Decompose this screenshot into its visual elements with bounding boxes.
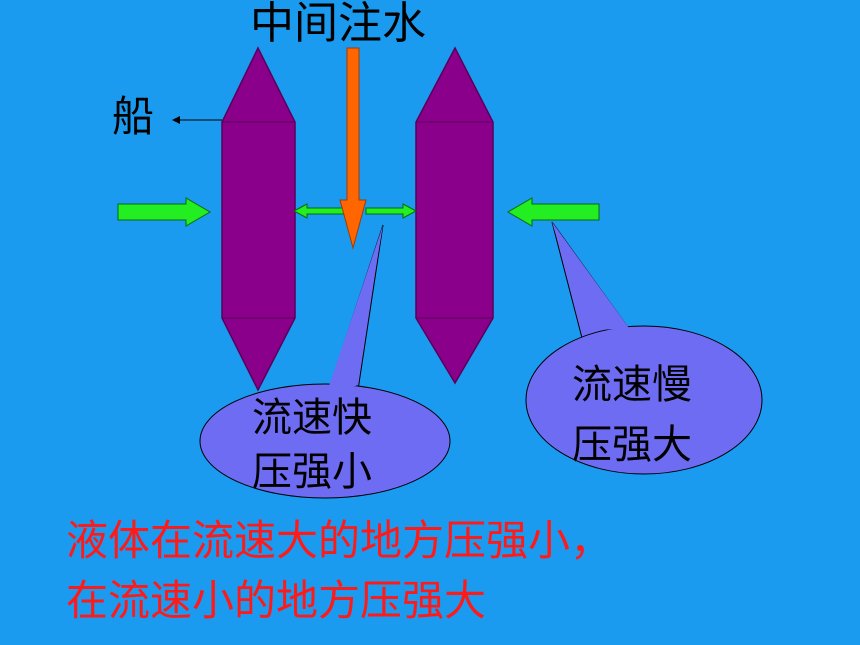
right-outer-arrow — [507, 197, 600, 227]
boat-label: 船 — [112, 92, 155, 141]
boat-pointer-arrowhead — [172, 116, 180, 124]
bubble-left — [199, 224, 451, 499]
left-outer-arrow — [117, 197, 211, 227]
bubble-right-line2: 压强大 — [572, 422, 692, 468]
bubble-left-line2: 压强小 — [252, 449, 372, 495]
bubble-left-line1: 流速快 — [252, 395, 372, 441]
right-boat — [415, 46, 494, 385]
bubble-right-line1: 流速慢 — [572, 362, 692, 408]
left-boat — [221, 46, 296, 392]
title-label: 中间注水 — [250, 0, 426, 49]
conclusion-line1: 液体在流速大的地方压强小， — [66, 516, 613, 565]
inner-left-arrow — [292, 203, 346, 219]
bubble-right — [525, 221, 763, 475]
inner-right-arrow — [365, 203, 418, 219]
conclusion-line2: 在流速小的地方压强大 — [66, 576, 487, 625]
water-injection-arrow — [339, 47, 367, 250]
